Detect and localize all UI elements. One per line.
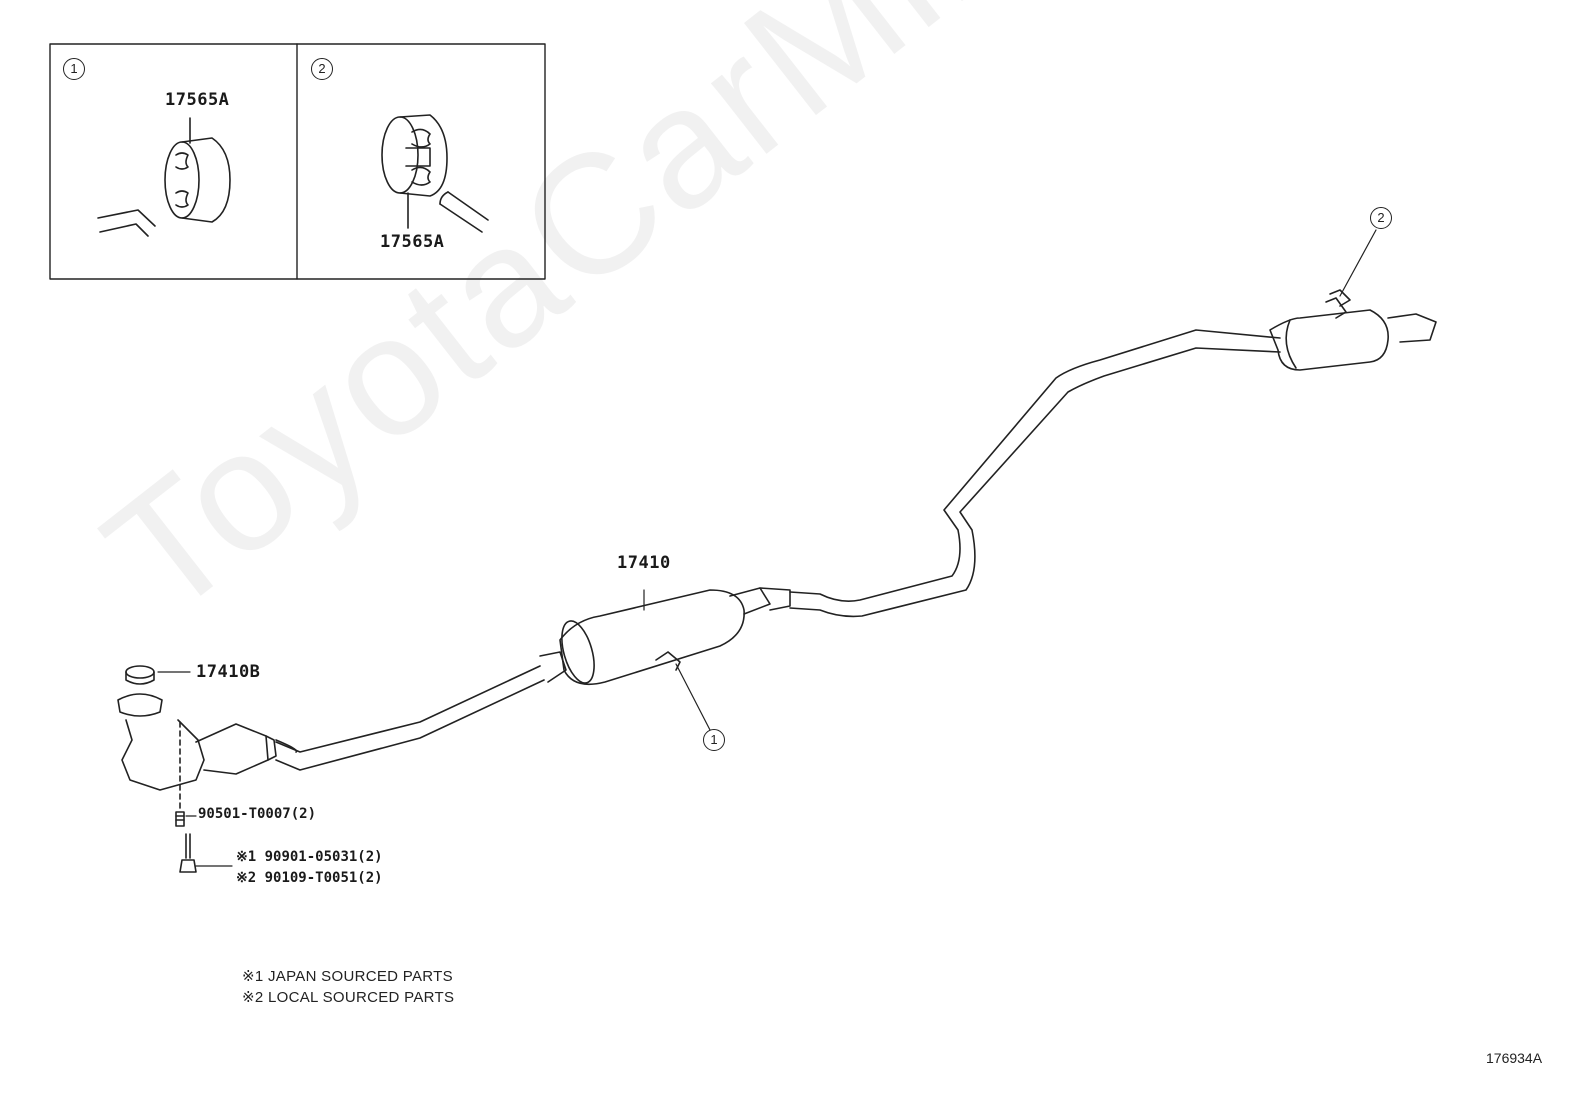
figure-code: 176934A	[1486, 1050, 1543, 1066]
spring-label: 90501-T0007(2)	[198, 806, 317, 822]
front-converter-drawing	[117, 665, 298, 873]
front-hanger-callout: 1	[703, 729, 725, 751]
inset1-hanger-drawing	[97, 117, 231, 237]
gasket-label: 17410B	[196, 662, 261, 682]
inset2-part-label: 17565A	[380, 232, 445, 252]
bolt1-label: ※1 90901-05031(2)	[236, 849, 383, 865]
inset1-part-label: 17565A	[165, 90, 230, 110]
note-japan-sourced: ※1 JAPAN SOURCED PARTS	[242, 968, 453, 985]
inset2-hanger-drawing	[381, 114, 489, 233]
inset2-callout: 2	[311, 58, 333, 80]
rear-hanger-callout: 2	[1370, 207, 1392, 229]
bolt2-label: ※2 90109-T0051(2)	[236, 870, 383, 886]
leader-lines	[157, 229, 1377, 867]
inset1-callout: 1	[63, 58, 85, 80]
exhaust-pipe-drawing	[275, 289, 1437, 771]
main-pipe-label: 17410	[617, 553, 671, 573]
note-local-sourced: ※2 LOCAL SOURCED PARTS	[242, 989, 455, 1006]
